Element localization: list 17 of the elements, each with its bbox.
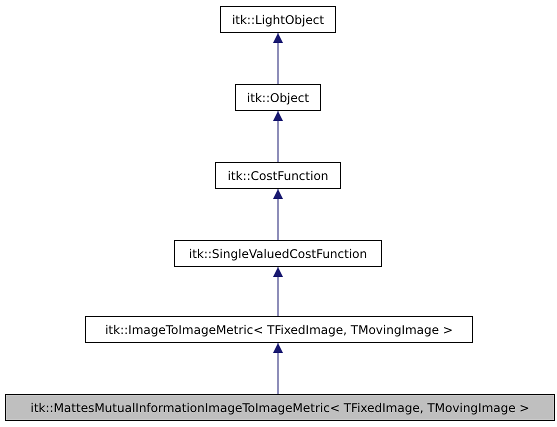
inheritance-arrow — [273, 110, 283, 162]
class-box — [215, 162, 341, 189]
class-name: itk::LightObject — [232, 14, 324, 26]
class-box — [174, 240, 382, 267]
class-name: itk::MattesMutualInformationImageToImageMetric< TFixedImage, TMovingImage > — [30, 402, 530, 414]
class-box — [5, 394, 555, 421]
class-name: itk::Object — [246, 92, 310, 104]
inheritance-arrow — [273, 188, 283, 240]
inheritance-arrow — [273, 32, 283, 84]
class-box — [220, 6, 336, 33]
class-box — [235, 84, 321, 111]
class-name: itk::CostFunction — [228, 170, 328, 182]
inheritance-arrow — [273, 342, 283, 394]
class-box — [85, 316, 473, 343]
class-name: itk::ImageToImageMetric< TFixedImage, TMovingImage > — [105, 324, 453, 336]
class-name: itk::SingleValuedCostFunction — [188, 248, 368, 260]
inheritance-arrow — [273, 266, 283, 316]
